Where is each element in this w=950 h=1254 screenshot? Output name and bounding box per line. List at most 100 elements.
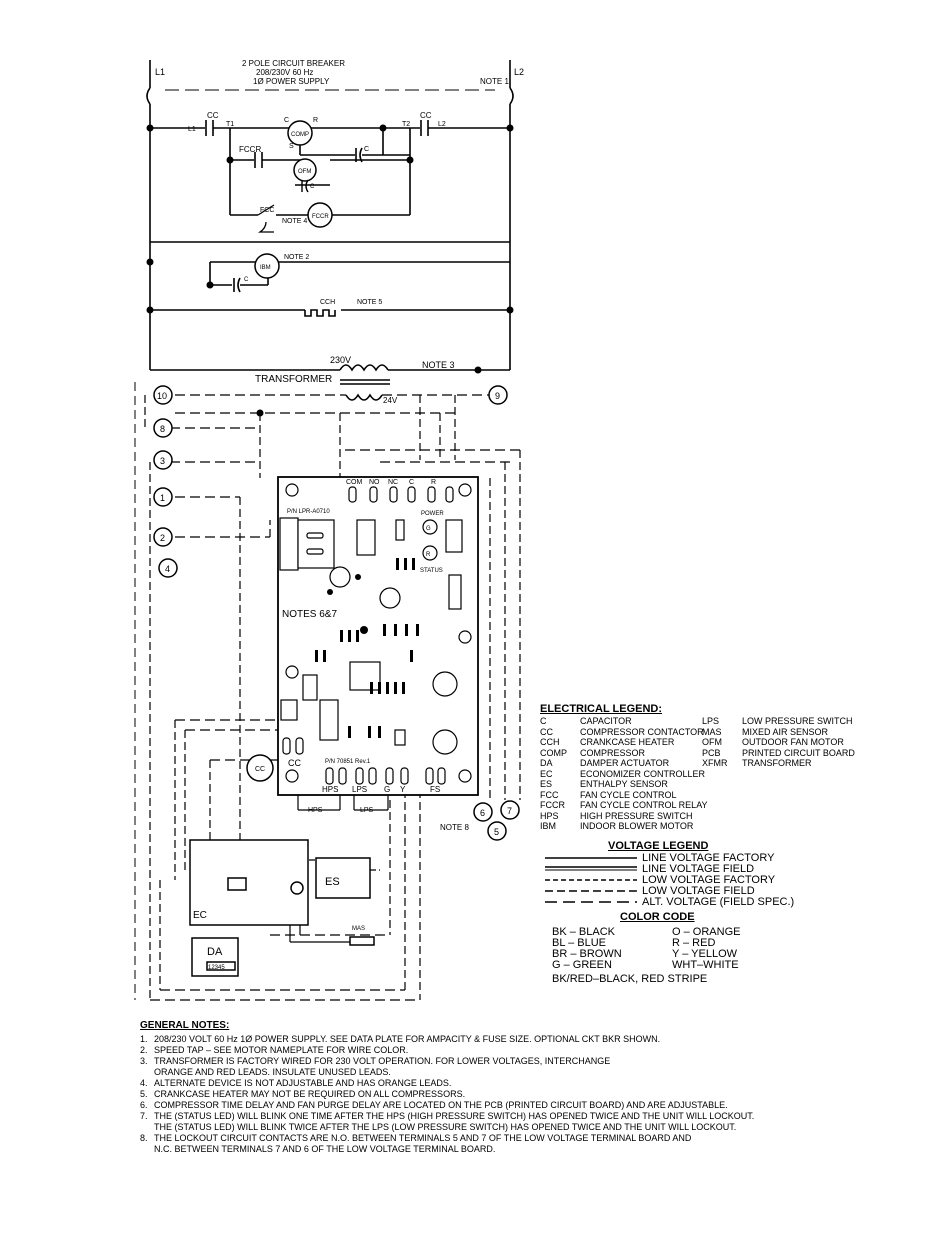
general-notes: GENERAL NOTES: 1.208/230 VOLT 60 Hz 1Ø P… [140,1020,840,1155]
terminal-2: 2 [160,533,165,543]
legend-abbr: LPS [702,716,720,726]
xfmr-230v-label: 230V [330,355,351,365]
economizer-box [189,839,375,977]
pcb-y-label: Y [400,785,406,794]
da-label: DA [207,946,223,958]
comp-r-terminal: R [313,117,318,124]
terminal-1: 1 [160,493,165,503]
general-note: 6. COMPRESSOR TIME DELAY AND FAN PURGE DE… [140,1100,840,1111]
xfmr-24v-label: 24V [383,396,398,405]
general-note: THE (STATUS LED) WILL BLINK TWICE AFTER … [140,1122,840,1133]
cc-label-right: CC [420,111,432,120]
terminal-6: 6 [480,808,485,818]
comp-label: COMP [291,132,309,138]
note3-label: NOTE 3 [422,360,455,370]
ibm-cap-label: C [244,277,249,283]
comp-cap-label: C [364,146,369,153]
l1-label: L1 [155,67,165,77]
general-note: 3.TRANSFORMER IS FACTORY WIRED FOR 230 V… [140,1056,840,1067]
legend-abbr: MAS [702,726,722,737]
general-note-number: 2. [140,1045,148,1055]
t1-label: T1 [226,121,234,128]
legend-desc: COMPRESSOR CONTACTOR [580,726,704,737]
cc-label-left: CC [207,111,219,120]
legend-desc: INDOOR BLOWER MOTOR [580,821,694,831]
legend-abbr: XFMR [702,758,728,768]
legend-abbr: CCH [540,737,560,747]
comp-s-terminal: S [289,143,294,150]
pcb-lps-label: LPS [352,785,367,794]
pcb-nc-label: NC [388,479,398,486]
legend-abbr: COMP [540,747,567,758]
ofm-label: OFM [298,169,311,175]
legend-abbr: ES [540,779,553,789]
general-note: 8.THE LOCKOUT CIRCUIT CONTACTS ARE N.O. … [140,1133,840,1144]
legend-desc: FAN CYCLE CONTROL RELAY [580,800,708,810]
color-code-right: WHT–WHITE [672,959,739,971]
legend-abbr: C [540,716,547,726]
pcb-hps-label: HPS [322,785,338,794]
pcb-c-label: C [409,479,414,486]
voltage-legend-lines [545,857,637,903]
t2-label: T2 [402,121,410,128]
legend-row: LPS LOW PRESSURE SWITCH [702,716,853,726]
fccr-coil-symbol [307,202,333,228]
comp-c-terminal: C [284,117,289,124]
legend-row: FCCR FAN CYCLE CONTROL RELAY [540,800,708,810]
general-note: 7.THE (STATUS LED) WILL BLINK ONE TIME A… [140,1111,840,1122]
legend-desc: FAN CYCLE CONTROL [580,789,677,800]
status-led-label: STATUS [420,568,443,574]
legend-abbr: FCCR [540,800,565,810]
general-note-number: 7. [140,1111,148,1121]
legend-abbr: OFM [702,737,722,747]
color-code-right: R – RED [672,937,716,949]
lps-switch-label: LPS [360,807,374,814]
general-note-text: COMPRESSOR TIME DELAY AND FAN PURGE DELA… [154,1100,728,1110]
general-note-text: ORANGE AND RED LEADS. INSULATE UNUSED LE… [154,1067,391,1077]
comp-symbol [287,120,313,146]
legend-row: IBM INDOOR BLOWER MOTOR [540,821,693,831]
terminal-10: 10 [157,391,167,401]
terminal-8: 8 [160,424,165,434]
legend-desc: ENTHALPY SENSOR [580,779,668,789]
general-note-text: CRANKCASE HEATER MAY NOT BE REQUIRED ON … [154,1089,466,1099]
general-note-text: THE LOCKOUT CIRCUIT CONTACTS ARE N.O. BE… [154,1133,692,1143]
pcb-com-label: COM [346,479,363,486]
cc-coil-label: CC [255,766,265,773]
general-note: N.C. BETWEEN TERMINALS 7 AND 6 OF THE LO… [140,1144,840,1155]
pcb-g-label: G [384,785,390,794]
note5-label: NOTE 5 [357,299,382,306]
note2-label: NOTE 2 [284,254,309,261]
legend-desc: OUTDOOR FAN MOTOR [742,737,844,747]
terminal-4: 4 [165,564,170,574]
fcc-label: FCC [260,207,274,214]
color-code-right: Y – YELLOW [672,948,738,960]
electrical-legend-title: ELECTRICAL LEGEND: [540,703,663,715]
note4-label: NOTE 4 [282,218,307,225]
fccr-contact-label: FCCR [239,145,261,154]
legend-desc: LOW PRESSURE SWITCH [742,716,853,726]
ibm-symbol [254,253,280,279]
notes67-label: NOTES 6&7 [282,609,337,620]
transformer-label: TRANSFORMER [255,374,332,385]
color-code-footer: BK/RED–BLACK, RED STRIPE [552,973,708,985]
legend-row: ES ENTHALPY SENSOR [540,779,668,789]
mas-label: MAS [352,926,365,932]
l2-contact-label: L2 [438,121,446,128]
legend-abbr: IBM [540,821,557,831]
general-note-number: 6. [140,1100,148,1110]
legend-abbr: PCB [702,747,721,758]
power-led-g: G [426,526,431,532]
legend-abbr: DA [540,758,553,768]
ibm-label: IBM [260,265,271,271]
hps-switch-label: HPS [308,807,323,814]
terminal-5: 5 [494,827,499,837]
legend-row: OFM OUTDOOR FAN MOTOR [702,737,844,747]
